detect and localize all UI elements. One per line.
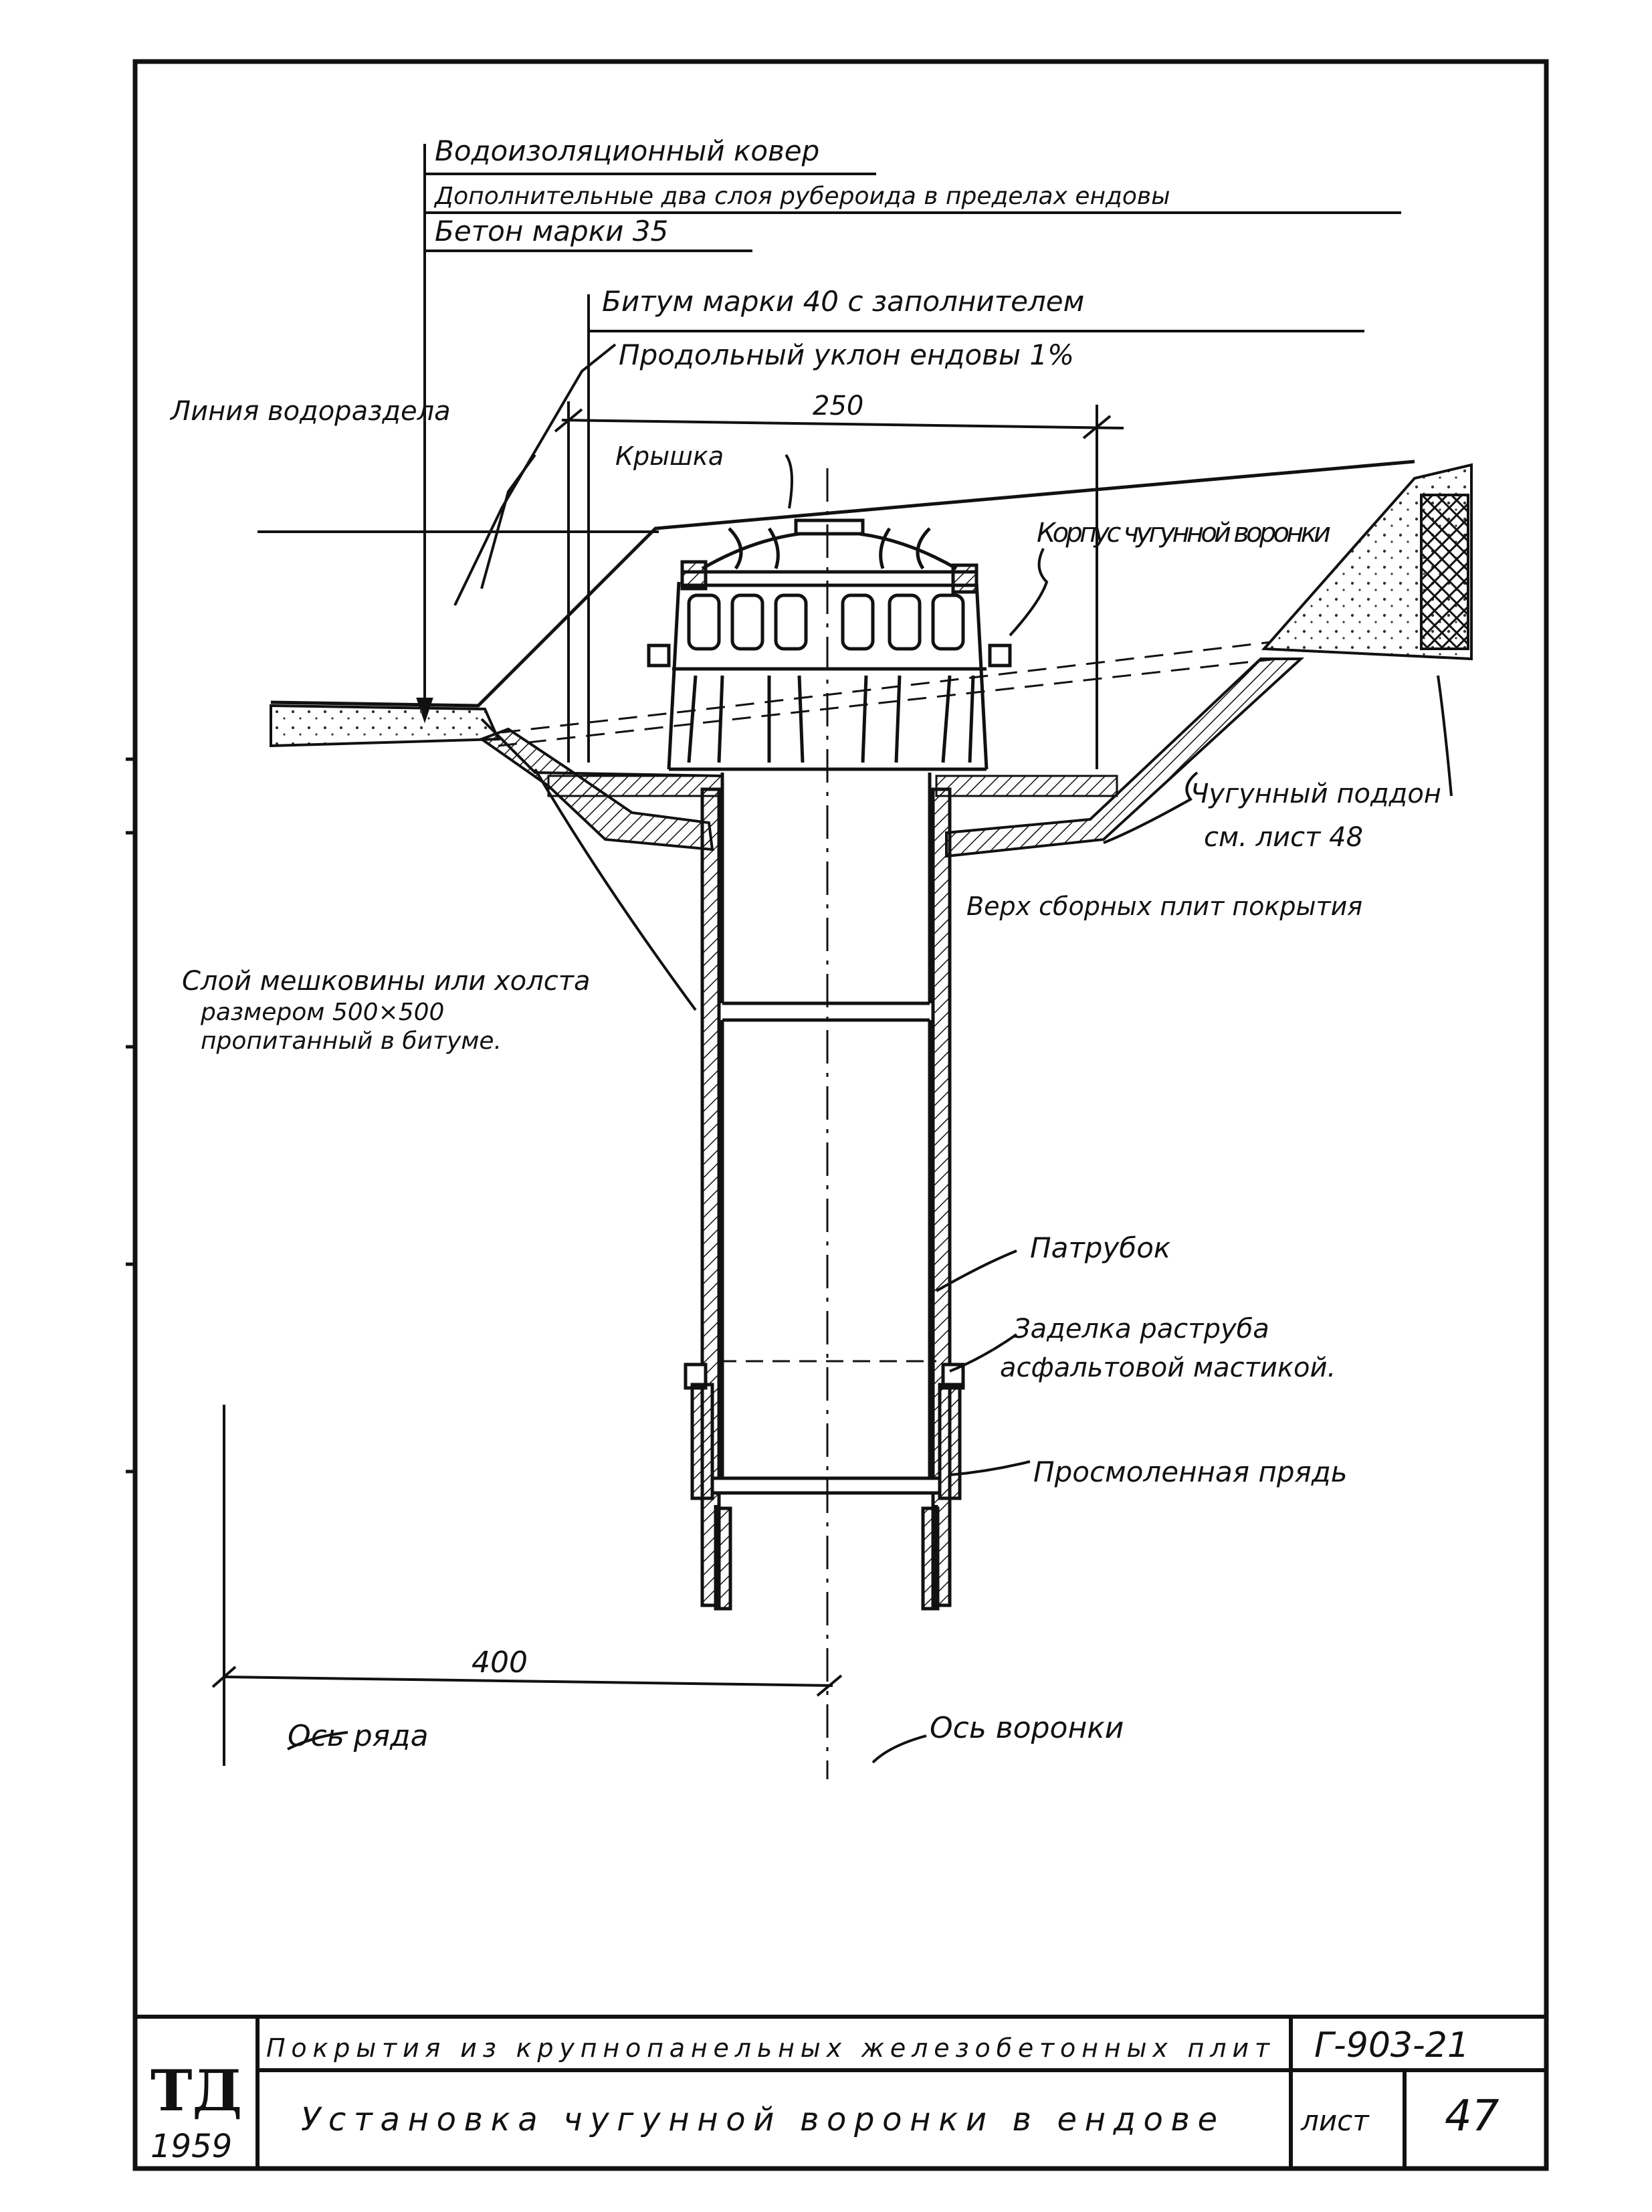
title-block-project: Покрытия из крупнопанельных железобетонн…	[266, 2033, 1271, 2063]
concrete-layer-left	[270, 704, 501, 748]
roof-section	[257, 460, 1473, 777]
label-burlap-1: Слой мешковины или холста	[182, 966, 591, 997]
label-slope: Продольный уклон ендовы 1%	[619, 338, 1074, 371]
insulation-block	[1420, 494, 1469, 650]
title-block-code: Г-903-21	[1314, 2025, 1469, 2066]
title-block-sheet-label: лист	[1300, 2104, 1370, 2137]
title-block-year: 1959	[150, 2128, 232, 2165]
label-strand: Просмоленная прядь	[1033, 1455, 1348, 1488]
dimension-400	[211, 1405, 843, 1766]
margin-ticks	[126, 757, 135, 1474]
label-bitumen: Битум марки 40 с заполнителем	[602, 285, 1084, 318]
top-leaders	[416, 144, 1401, 763]
label-tray-2: см. лист 48	[1204, 822, 1363, 853]
callout-leaders	[287, 454, 1453, 1764]
label-row-axis: Ось ряда	[288, 1719, 429, 1753]
label-pipe: Патрубок	[1030, 1231, 1171, 1264]
label-socket-1: Заделка раструба	[1013, 1314, 1269, 1344]
right-slab	[1261, 463, 1473, 661]
label-watershed: Линия водораздела	[169, 396, 451, 427]
drain-pipe	[684, 773, 965, 1611]
label-cover: Крышка	[615, 441, 724, 471]
label-slab-top: Верх сборных плит покрытия	[966, 892, 1362, 921]
title-block-sheet-title: Установка чугунной воронки в ендове	[301, 2101, 1217, 2138]
title-block	[135, 2015, 1546, 2169]
sheet-frame	[132, 59, 1549, 2171]
dimension-250	[554, 401, 1124, 769]
label-funnel-axis: Ось воронки	[930, 1711, 1124, 1745]
dimension-400-label: 400	[472, 1645, 528, 1680]
label-burlap-3: пропитанный в битуме.	[201, 1027, 502, 1055]
dimension-250-label: 250	[813, 391, 863, 421]
label-extra-layers: Дополнительные два слоя рубероида в пред…	[433, 183, 1170, 210]
label-waterproof-carpet: Водоизоляционный ковер	[435, 134, 819, 167]
title-block-sheet-number: 47	[1445, 2092, 1500, 2141]
label-socket-2: асфальтовой мастикой.	[1000, 1352, 1336, 1383]
title-block-logo: ТД	[150, 2057, 242, 2124]
label-burlap-2: размером 500×500	[200, 999, 444, 1026]
label-tray-1: Чугунный поддон	[1191, 779, 1441, 809]
label-body: Корпус чугунной воронки	[1037, 518, 1331, 548]
cast-iron-tray	[478, 658, 1305, 858]
label-concrete: Бетон марки 35	[435, 215, 668, 247]
funnel-grate	[647, 518, 1012, 771]
